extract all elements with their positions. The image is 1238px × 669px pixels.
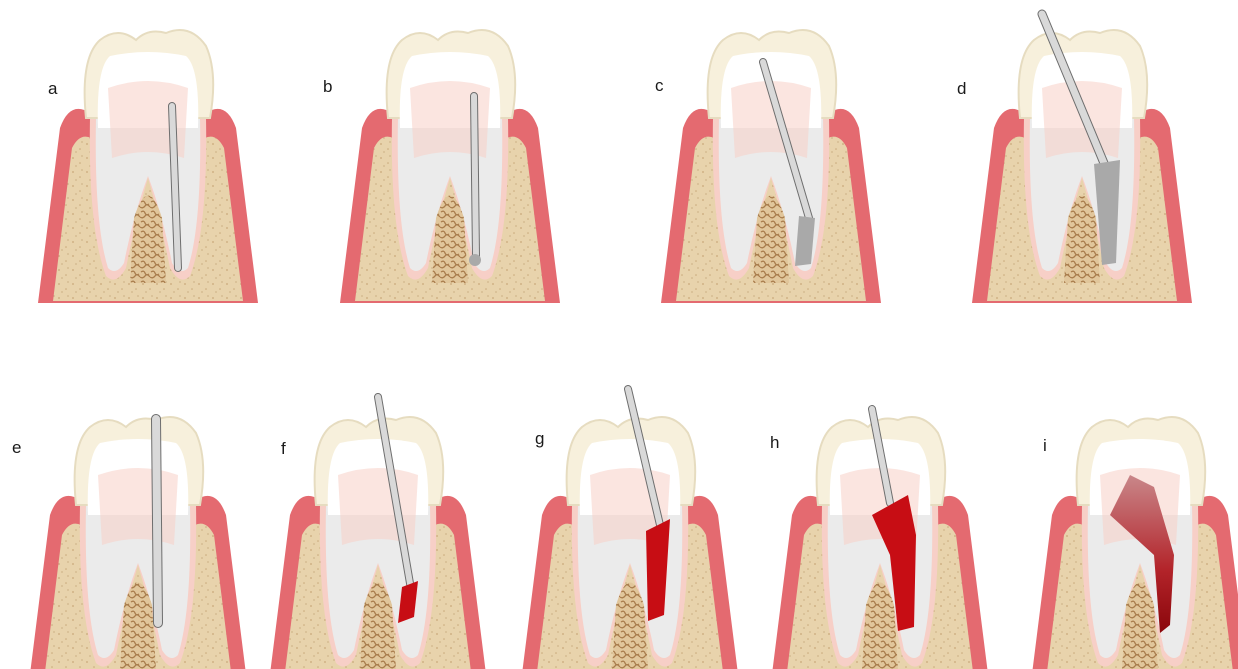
pulp-chamber (98, 468, 178, 545)
panel-label-b: b (323, 78, 332, 95)
panel-a (38, 30, 258, 303)
panel-i (1030, 417, 1238, 669)
panel-b (340, 30, 560, 303)
panel-label-f: f (281, 440, 286, 457)
endodontic-file (474, 96, 476, 256)
master-cone (156, 419, 158, 623)
panel-label-i: i (1043, 437, 1047, 454)
panel-label-a: a (48, 80, 57, 97)
panel-label-d: d (957, 80, 966, 97)
panel-label-h: h (770, 434, 779, 451)
panel-c (661, 30, 881, 303)
panel-g (520, 389, 740, 669)
pulp-chamber (338, 468, 418, 545)
panel-label-g: g (535, 430, 544, 447)
panel-h (770, 409, 990, 669)
panel-e (28, 417, 248, 669)
panel-f (268, 397, 488, 669)
file-tip (469, 254, 481, 266)
panel-d (972, 14, 1192, 303)
panel-label-e: e (12, 439, 21, 456)
panel-label-c: c (655, 77, 664, 94)
